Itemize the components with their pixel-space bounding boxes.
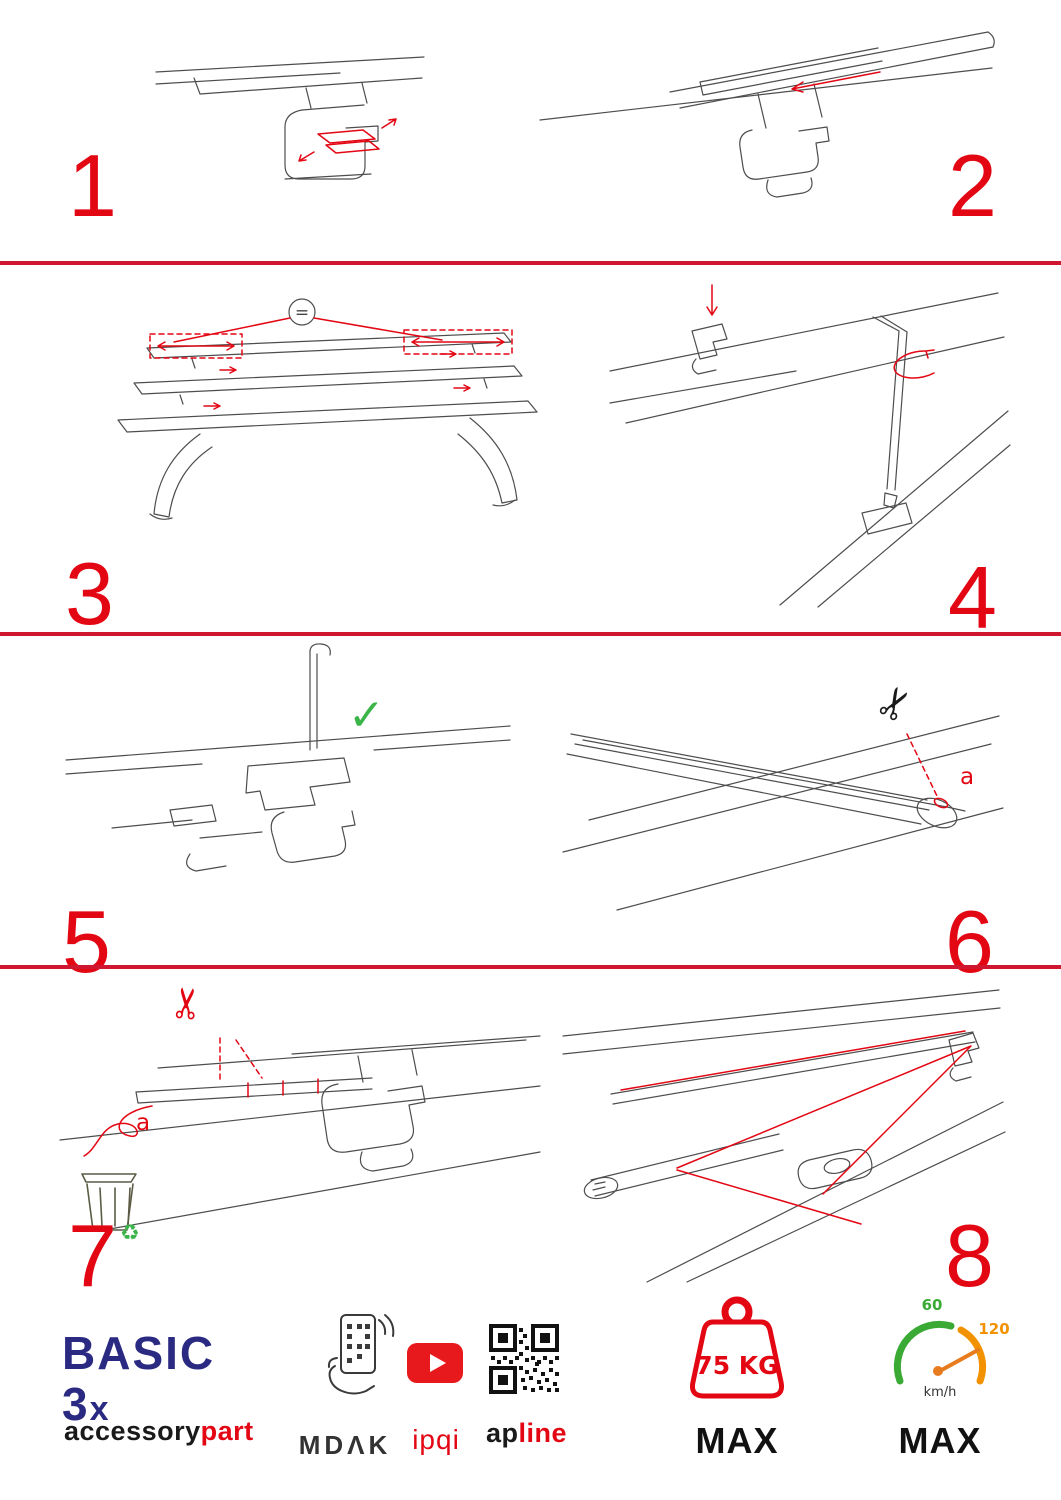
step-number-1: 1 [68, 136, 117, 235]
logo-apline-red: line [518, 1418, 568, 1448]
step-number-8: 8 [945, 1206, 994, 1305]
product-name: BASIC 3x [62, 1328, 272, 1429]
weight-max-label: MAX [695, 1420, 779, 1461]
logo-mdak: MDΛK [298, 1430, 392, 1460]
logo-apline: apline [486, 1418, 567, 1449]
weight-value: 75 KG [695, 1351, 778, 1380]
brand-wordmark: accessorypart [64, 1416, 254, 1447]
speed-unit-label: km/h [924, 1385, 957, 1400]
step2-drawing-bar-slide [539, 31, 995, 198]
section-divider-3 [0, 965, 1061, 969]
section-divider-2 [0, 632, 1061, 636]
equal-spacing-symbol: = [295, 303, 309, 323]
brand-wordmark-red: part [200, 1416, 254, 1446]
scissors-icon: ✂ [865, 676, 925, 731]
qr-code [489, 1324, 559, 1394]
step-number-5: 5 [62, 892, 111, 991]
slide-direction-arrow [791, 71, 881, 93]
assembled-rack-lines [562, 989, 1006, 1283]
step-number-7: 7 [68, 1206, 117, 1305]
youtube-icon [407, 1343, 463, 1383]
phone-qr-pixels [347, 1324, 370, 1363]
dimension-marks [149, 317, 513, 410]
logo-apline-black: ap [486, 1418, 519, 1448]
step1-drawing-pad-insert [155, 56, 425, 180]
cut-line [906, 733, 949, 809]
speed-max-label: MAX [898, 1420, 982, 1461]
trash-bin-icon [81, 1173, 137, 1231]
step6-drawing-cut-strip: ✂ a [562, 676, 1004, 911]
step3-drawing-equal-spacing: = [117, 298, 538, 520]
speedometer-icon: 60 120 km/h [893, 1296, 1010, 1400]
section-divider-1 [0, 261, 1061, 265]
scan-phone-icon [327, 1314, 395, 1395]
offcut-label-a: a [136, 1110, 150, 1136]
step5-drawing-correct-fit: ✓ [65, 643, 511, 872]
speed-high-label: 120 [978, 1320, 1009, 1338]
step7-drawing-discard-offcut: ✂ a ♻ [59, 984, 541, 1246]
scissors-icon: ✂ [161, 984, 213, 1023]
roof-rail-lines [155, 56, 425, 180]
logo-ipqi: ipqi [412, 1424, 460, 1455]
step4-drawing-allen-key [609, 284, 1011, 608]
step-number-2: 2 [948, 136, 997, 235]
max-weight-icon: 75 KG [690, 1296, 784, 1399]
step-number-6: 6 [945, 892, 994, 991]
tighten-arrows [706, 284, 935, 379]
recycle-icon: ♻ [120, 1221, 140, 1246]
rail-and-key-lines [609, 292, 1011, 608]
rubber-pad-and-arrows [298, 118, 397, 162]
check-icon: ✓ [348, 690, 385, 741]
step-number-3: 3 [65, 544, 114, 643]
brand-wordmark-black: accessory [64, 1416, 201, 1446]
bar-profile-lines [562, 715, 1004, 911]
strip-label-a: a [960, 764, 974, 790]
bar-and-clamp-lines [539, 31, 995, 198]
alignment-lines [620, 1030, 972, 1225]
product-name-suffix: x [89, 1389, 111, 1428]
strip-and-clamp-lines [59, 1035, 541, 1231]
step8-drawing-final-assembly [562, 989, 1006, 1283]
clamp-assembly-lines [65, 643, 511, 872]
product-name-main: BASIC 3 [62, 1327, 216, 1430]
cut-marks [83, 1037, 319, 1157]
crossbars-and-legs [117, 298, 538, 520]
speed-low-label: 60 [922, 1296, 943, 1314]
step-number-4: 4 [948, 548, 997, 647]
